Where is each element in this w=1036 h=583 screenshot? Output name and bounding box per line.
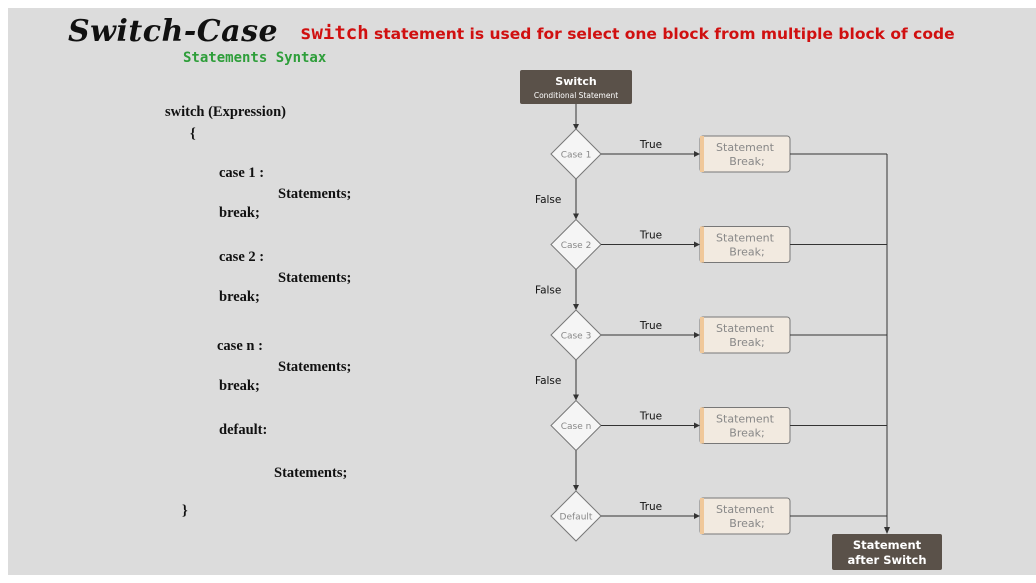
- false-label-case-1: False: [535, 194, 561, 206]
- true-arrow-default: [694, 513, 700, 519]
- code-statements-2: Statements;: [278, 270, 352, 286]
- statement-line1-case-3: Statement: [716, 322, 775, 335]
- page-subtitle: Statements Syntax: [183, 50, 327, 66]
- statement-line2-case-3: Break;: [729, 336, 764, 349]
- decision-label-case-3: Case 3: [561, 332, 592, 342]
- statement-line1-case-1: Statement: [716, 141, 775, 154]
- decision-default: [550, 490, 602, 542]
- end-box-line1: Statement: [853, 538, 922, 552]
- statement-line2-case-n: Break;: [729, 427, 764, 440]
- code-statements-n: Statements;: [278, 359, 352, 375]
- code-switch-line: switch (Expression): [165, 104, 286, 120]
- true-arrow-case-2: [694, 241, 700, 248]
- statement-box-accent-case-n: [700, 407, 704, 444]
- true-label-case-1: True: [639, 139, 662, 151]
- statement-line1-case-2: Statement: [716, 232, 775, 245]
- code-statements-default: Statements;: [274, 465, 348, 481]
- true-arrow-case-n: [694, 422, 700, 429]
- decision-label-case-n: Case n: [561, 422, 592, 432]
- end-box-line2: after Switch: [847, 553, 926, 567]
- true-label-case-n: True: [639, 411, 662, 423]
- false-arrow-case-n: [573, 485, 579, 491]
- false-label-case-3: False: [535, 375, 561, 387]
- statement-box-accent-case-3: [700, 317, 704, 353]
- code-break-1: break;: [219, 205, 260, 221]
- description-text: statement is used for select one block f…: [368, 25, 955, 43]
- code-case-1: case 1 :: [219, 165, 265, 181]
- statement-box-accent-case-2: [700, 226, 704, 263]
- true-arrow-case-3: [694, 332, 700, 338]
- switch-start-subtitle: Conditional Statement: [534, 91, 618, 100]
- page-title: Switch-Case: [68, 14, 279, 49]
- false-arrow-case-3: [573, 394, 579, 401]
- true-label-case-3: True: [639, 320, 662, 332]
- decision-label-case-1: Case 1: [561, 151, 592, 161]
- code-close-brace: }: [182, 503, 188, 519]
- merge-arrow: [884, 527, 890, 534]
- code-break-2: break;: [219, 289, 260, 305]
- switch-start-title: Switch: [555, 75, 596, 88]
- code-default: default:: [219, 422, 268, 438]
- end-box: [832, 534, 942, 570]
- statement-line1-case-n: Statement: [716, 413, 775, 426]
- decision-label-default: Default: [560, 513, 593, 523]
- statement-line1-default: Statement: [716, 503, 775, 516]
- switch-keyword: switch: [300, 22, 369, 44]
- statement-box-accent-default: [700, 498, 704, 534]
- page-description: switch statement is used for select one …: [300, 22, 955, 44]
- decision-label-case-2: Case 2: [561, 241, 592, 251]
- statement-box-accent-case-1: [700, 136, 704, 172]
- switch-start-box: [520, 70, 632, 104]
- statement-line2-case-1: Break;: [729, 155, 764, 168]
- code-open-brace: {: [190, 126, 196, 142]
- false-arrow-case-2: [573, 304, 579, 310]
- true-arrow-case-1: [694, 151, 700, 157]
- statement-line2-default: Break;: [729, 517, 764, 530]
- statement-line2-case-2: Break;: [729, 246, 764, 259]
- code-break-n: break;: [219, 378, 260, 394]
- false-label-case-2: False: [535, 285, 561, 297]
- true-label-case-2: True: [639, 230, 662, 242]
- code-case-n: case n :: [217, 338, 263, 354]
- code-statements-1: Statements;: [278, 186, 352, 202]
- true-label-default: True: [639, 501, 662, 513]
- false-arrow-case-1: [573, 213, 579, 220]
- arrow-start: [573, 124, 579, 130]
- code-case-2: case 2 :: [219, 249, 265, 265]
